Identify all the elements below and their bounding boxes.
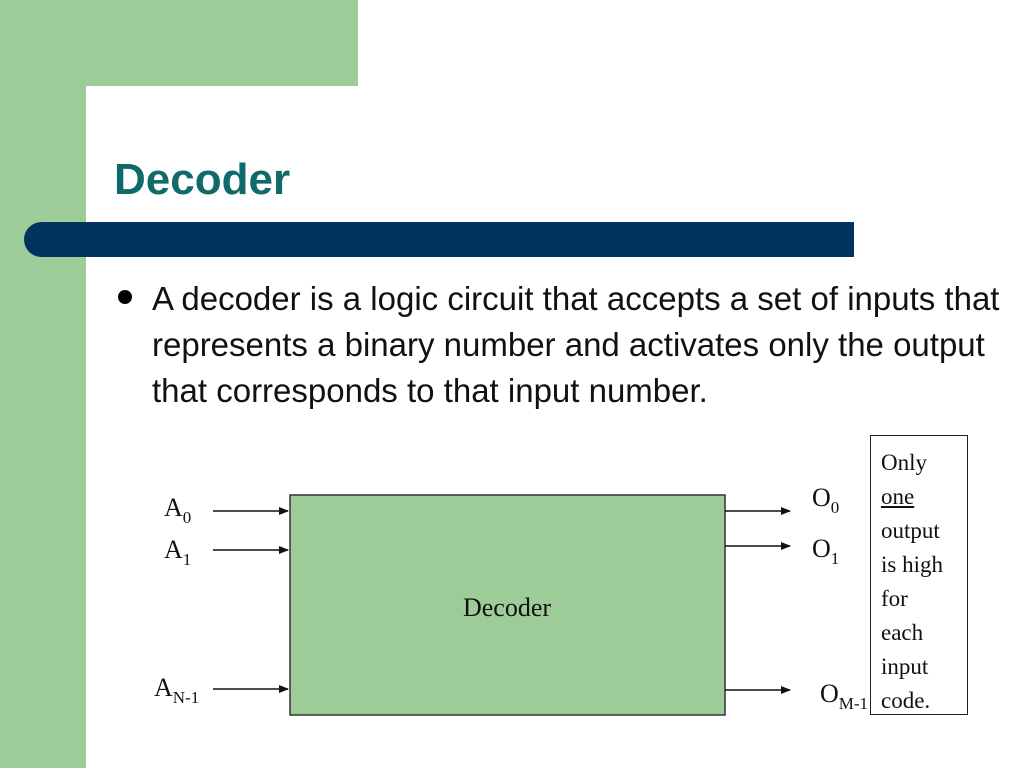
note-line: Only	[881, 450, 927, 475]
note-line: input	[881, 654, 929, 679]
output-label-o1: O1	[812, 534, 839, 568]
note-box: Only one output is high for each input c…	[870, 435, 968, 715]
bullet-dot-icon	[118, 290, 132, 304]
note-line: each	[881, 620, 924, 645]
input-label-a1: A1	[164, 535, 191, 569]
bullet-text: A decoder is a logic circuit that accept…	[152, 280, 1000, 409]
decoder-box-label: Decoder	[463, 593, 551, 622]
top-green-band	[86, 0, 358, 86]
note-line: code.	[881, 688, 931, 713]
title-rule	[24, 222, 854, 257]
note-line-underlined: one	[881, 484, 915, 509]
input-label-a0: A0	[164, 493, 191, 527]
note-line: is high	[881, 552, 943, 577]
left-green-band	[0, 0, 86, 768]
input-label-an-1: AN-1	[154, 673, 199, 707]
slide-title: Decoder	[114, 155, 291, 204]
output-label-om-1: OM-1	[820, 679, 868, 713]
decoder-box	[289, 494, 726, 716]
note-line: for	[881, 586, 908, 611]
note-line: output	[881, 518, 940, 543]
output-label-o0: O0	[812, 483, 839, 517]
